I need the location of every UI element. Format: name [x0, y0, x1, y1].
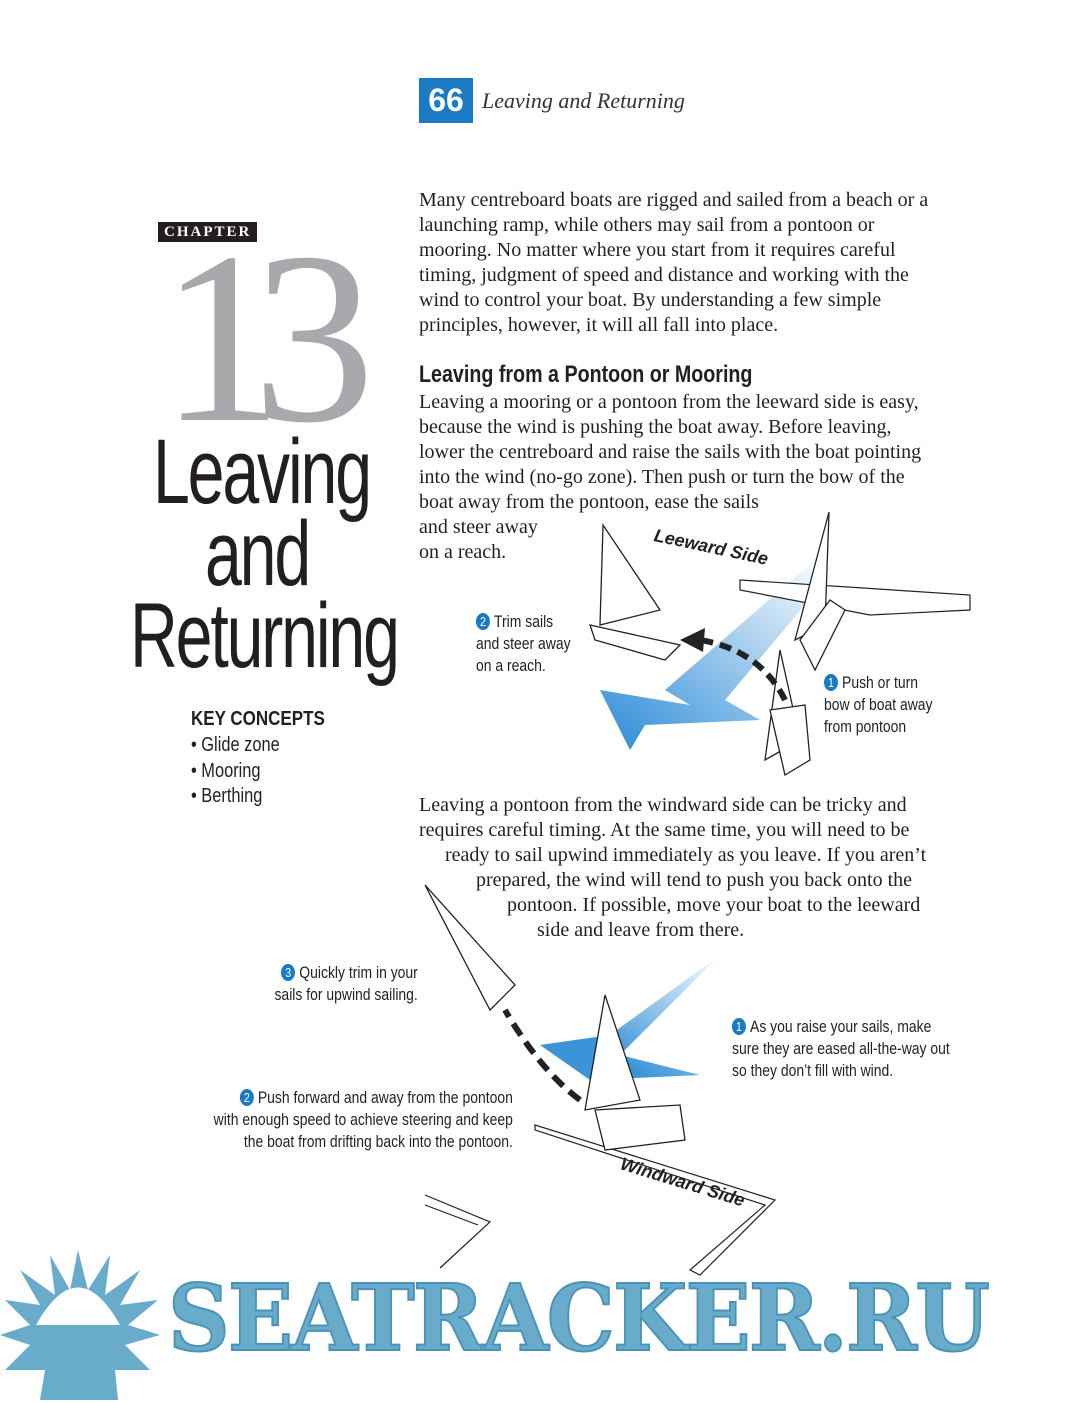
caption-line: bow of boat away [824, 695, 933, 714]
caption-line: so they don’t fill with wind. [732, 1061, 894, 1080]
caption-line: Push forward and away from the pontoon [258, 1088, 513, 1107]
pontoon-2 [534, 1124, 777, 1276]
leeward-line: lower the centreboard and raise the sail… [419, 441, 922, 463]
caption-line: Push or turn [842, 673, 918, 692]
boat-sail-5 [584, 994, 641, 1111]
leeward-line: boat away from the pontoon, ease the sai… [419, 491, 759, 513]
windward-line: ready to sail upwind immediately as you … [445, 844, 927, 866]
boat-hull-2 [799, 599, 846, 672]
boat-hull-1 [589, 624, 682, 661]
windward-line: pontoon. If possible, move your boat to … [507, 894, 921, 916]
wind-arrow [600, 560, 830, 750]
leeward-diagram [589, 511, 971, 777]
chapter-title-line: Leaving [153, 421, 372, 523]
section-heading: Leaving from a Pontoon or Mooring [419, 361, 753, 388]
key-concepts-heading: KEY CONCEPTS [191, 708, 325, 730]
caption-line: sails for upwind sailing. [274, 985, 418, 1004]
caption-line: and steer away [476, 634, 571, 653]
watermark-text: SEATRACKER.RU [167, 1264, 991, 1372]
leeward-line: because the wind is pushing the boat awa… [419, 416, 892, 438]
caption-line: with enough speed to achieve steering an… [213, 1110, 513, 1129]
leeward-line: into the wind (no-go zone). Then push or… [419, 466, 905, 488]
wind-cone [540, 955, 720, 1080]
dashed-path-2 [502, 1008, 582, 1103]
caption-line: sure they are eased all-the-way out [732, 1039, 950, 1058]
step-number-badge: 3 [281, 964, 296, 981]
windward-line: requires careful timing. At the same tim… [419, 819, 910, 841]
watermark-sun-icon [0, 1250, 160, 1400]
caption-line: on a reach. [476, 656, 546, 675]
caption-line: As you raise your sails, make [750, 1017, 932, 1036]
arrow-head [680, 628, 705, 652]
boat-hull-5 [594, 1104, 686, 1151]
pontoon [739, 579, 971, 616]
running-title: Leaving and Returning [482, 88, 685, 113]
caption-line: from pontoon [824, 717, 907, 736]
leeward-line: and steer away [419, 516, 538, 538]
pontoon-edge [424, 1194, 492, 1269]
leeward-line: on a reach. [419, 541, 507, 563]
chapter-title-line: and [205, 503, 311, 605]
windward-line: side and leave from there. [537, 919, 745, 941]
dashed-path-arrow [699, 637, 788, 702]
boat-sail-4 [424, 884, 516, 1012]
chapter-number: 13 [160, 202, 375, 473]
windward-diagram [424, 884, 777, 1276]
chapter-label: CHAPTER [158, 222, 258, 242]
windward-line: prepared, the wind will tend to push you… [476, 869, 913, 891]
boat-hull-3 [769, 704, 811, 777]
chapter-title-line: Returning [130, 585, 400, 687]
boat-sail-1 [599, 522, 662, 626]
step-number-badge: 1 [732, 1018, 746, 1035]
intro-line: timing, judgment of speed and distance a… [419, 264, 909, 286]
key-concept-item: • Berthing [191, 785, 263, 807]
step-number-badge: 1 [824, 674, 838, 691]
key-concept-item: • Mooring [191, 760, 261, 782]
caption-line: Quickly trim in your [299, 963, 418, 982]
leeward-line: Leaving a mooring or a pontoon from the … [419, 391, 919, 413]
page-number: 66 [419, 78, 473, 123]
step-number-badge: 2 [476, 613, 490, 630]
intro-line: wind to control your boat. By understand… [419, 289, 882, 311]
windward-line: Leaving a pontoon from the windward side… [419, 794, 907, 816]
key-concept-item: • Glide zone [191, 734, 280, 756]
intro-line: mooring. No matter where you start from … [419, 239, 896, 261]
intro-line: launching ramp, while others may sail fr… [419, 214, 875, 236]
intro-line: Many centreboard boats are rigged and sa… [419, 189, 929, 211]
caption-line: Trim sails [494, 612, 554, 631]
step-number-badge: 2 [240, 1089, 254, 1106]
intro-line: principles, however, it will all fall in… [419, 314, 779, 336]
caption-line: the boat from drifting back into the pon… [244, 1132, 513, 1151]
